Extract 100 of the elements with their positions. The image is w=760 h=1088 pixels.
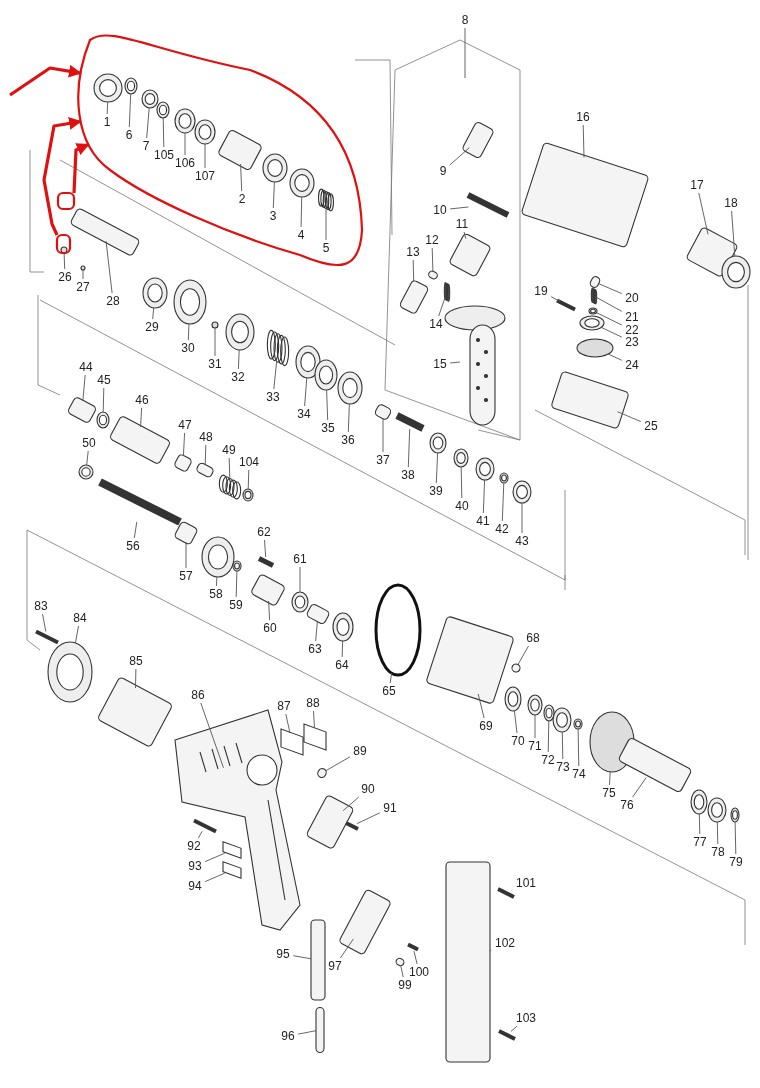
leader-line — [133, 521, 138, 539]
callout-number: 49 — [221, 443, 237, 457]
plate-part — [303, 723, 327, 751]
leader-line — [204, 143, 206, 169]
disc-part — [80, 265, 86, 271]
callout-number: 10 — [432, 203, 448, 217]
ring-part — [552, 707, 572, 733]
callout-number: 34 — [296, 407, 312, 421]
callout-number: 2 — [237, 192, 247, 206]
ring-part — [499, 472, 509, 484]
ring-part — [96, 411, 110, 429]
cylinder-part — [394, 956, 406, 968]
callout-number: 16 — [575, 110, 591, 124]
leader-line — [182, 432, 186, 457]
leader-line — [617, 411, 642, 423]
leader-line — [431, 247, 434, 272]
screw — [395, 412, 425, 432]
callout-number: 104 — [238, 455, 260, 469]
callout-number: 33 — [265, 390, 281, 404]
leader-line — [297, 1030, 317, 1035]
callout-number: 107 — [194, 169, 216, 183]
leader-line — [382, 417, 384, 453]
hand-drawn-arrow — [72, 143, 90, 194]
leader-line — [214, 327, 216, 357]
leader-line — [598, 283, 623, 295]
callout-number: 36 — [340, 433, 356, 447]
callout-number: 41 — [475, 514, 491, 528]
callout-number: 102 — [494, 936, 516, 950]
leader-line — [268, 600, 271, 621]
callout-number: 15 — [432, 357, 448, 371]
leader-line — [204, 444, 207, 466]
cylinder-part — [510, 662, 522, 674]
leader-line — [184, 132, 186, 156]
callout-number: 96 — [280, 1029, 296, 1043]
leader-line — [185, 541, 187, 569]
leader-line — [292, 955, 312, 960]
leader-line — [315, 620, 318, 642]
callout-number: 24 — [624, 358, 640, 372]
callout-number: 48 — [198, 430, 214, 444]
ring-part — [225, 313, 255, 351]
leader-line — [449, 361, 461, 364]
leader-line — [577, 728, 580, 767]
callout-number: 39 — [428, 484, 444, 498]
leader-line — [463, 231, 467, 240]
callout-number: 43 — [514, 534, 530, 548]
plate-part — [280, 728, 304, 756]
leader-line — [285, 713, 291, 734]
screw — [257, 556, 275, 568]
callout-number: 103 — [515, 1011, 537, 1025]
leader-line — [299, 566, 301, 593]
callout-number: 22 — [624, 323, 640, 337]
leader-line — [304, 377, 308, 407]
callout-number: 11 — [454, 217, 470, 231]
disc-part — [576, 338, 614, 358]
callout-number: 84 — [72, 611, 88, 625]
leader-line — [407, 428, 411, 468]
leader-line — [734, 821, 737, 855]
leader-line — [477, 693, 485, 719]
leader-line — [200, 702, 224, 769]
screw — [407, 942, 419, 952]
leader-line — [273, 361, 278, 390]
leader-line — [716, 821, 719, 845]
ring-part — [429, 432, 447, 454]
callout-number: 5 — [321, 241, 331, 255]
leader-line — [215, 576, 218, 587]
hand-drawn-mark — [55, 233, 72, 255]
callout-number: 35 — [320, 421, 336, 435]
housing-part — [445, 861, 491, 1063]
leader-line — [272, 181, 275, 209]
leader-line — [82, 374, 86, 402]
callout-number: 62 — [256, 525, 272, 539]
callout-number: 59 — [228, 598, 244, 612]
callout-number: 65 — [381, 684, 397, 698]
ring-part — [232, 560, 242, 572]
leader-line — [632, 777, 647, 798]
callout-number: 92 — [186, 839, 202, 853]
ring-part — [512, 480, 532, 504]
callout-number: 21 — [624, 310, 640, 324]
callout-number: 70 — [510, 734, 526, 748]
housing-drawing — [174, 709, 301, 931]
leader-line — [128, 93, 132, 128]
leader-line — [204, 872, 226, 883]
leader-line — [412, 259, 415, 283]
leader-line — [342, 796, 360, 812]
callout-number: 13 — [405, 245, 421, 259]
leader-line — [140, 407, 143, 428]
ring-part — [201, 536, 235, 578]
callout-number: 25 — [643, 419, 659, 433]
leader-line — [389, 672, 393, 684]
leader-line — [102, 387, 105, 413]
callout-number: 106 — [174, 156, 196, 170]
leader-line — [356, 812, 381, 825]
leader-line — [513, 710, 518, 734]
ring-part — [504, 686, 522, 712]
leader-line — [325, 756, 351, 772]
leader-line — [449, 206, 469, 210]
leader-line — [435, 452, 439, 484]
leader-line — [550, 296, 561, 303]
leader-line — [413, 950, 418, 965]
leader-line — [82, 269, 84, 280]
